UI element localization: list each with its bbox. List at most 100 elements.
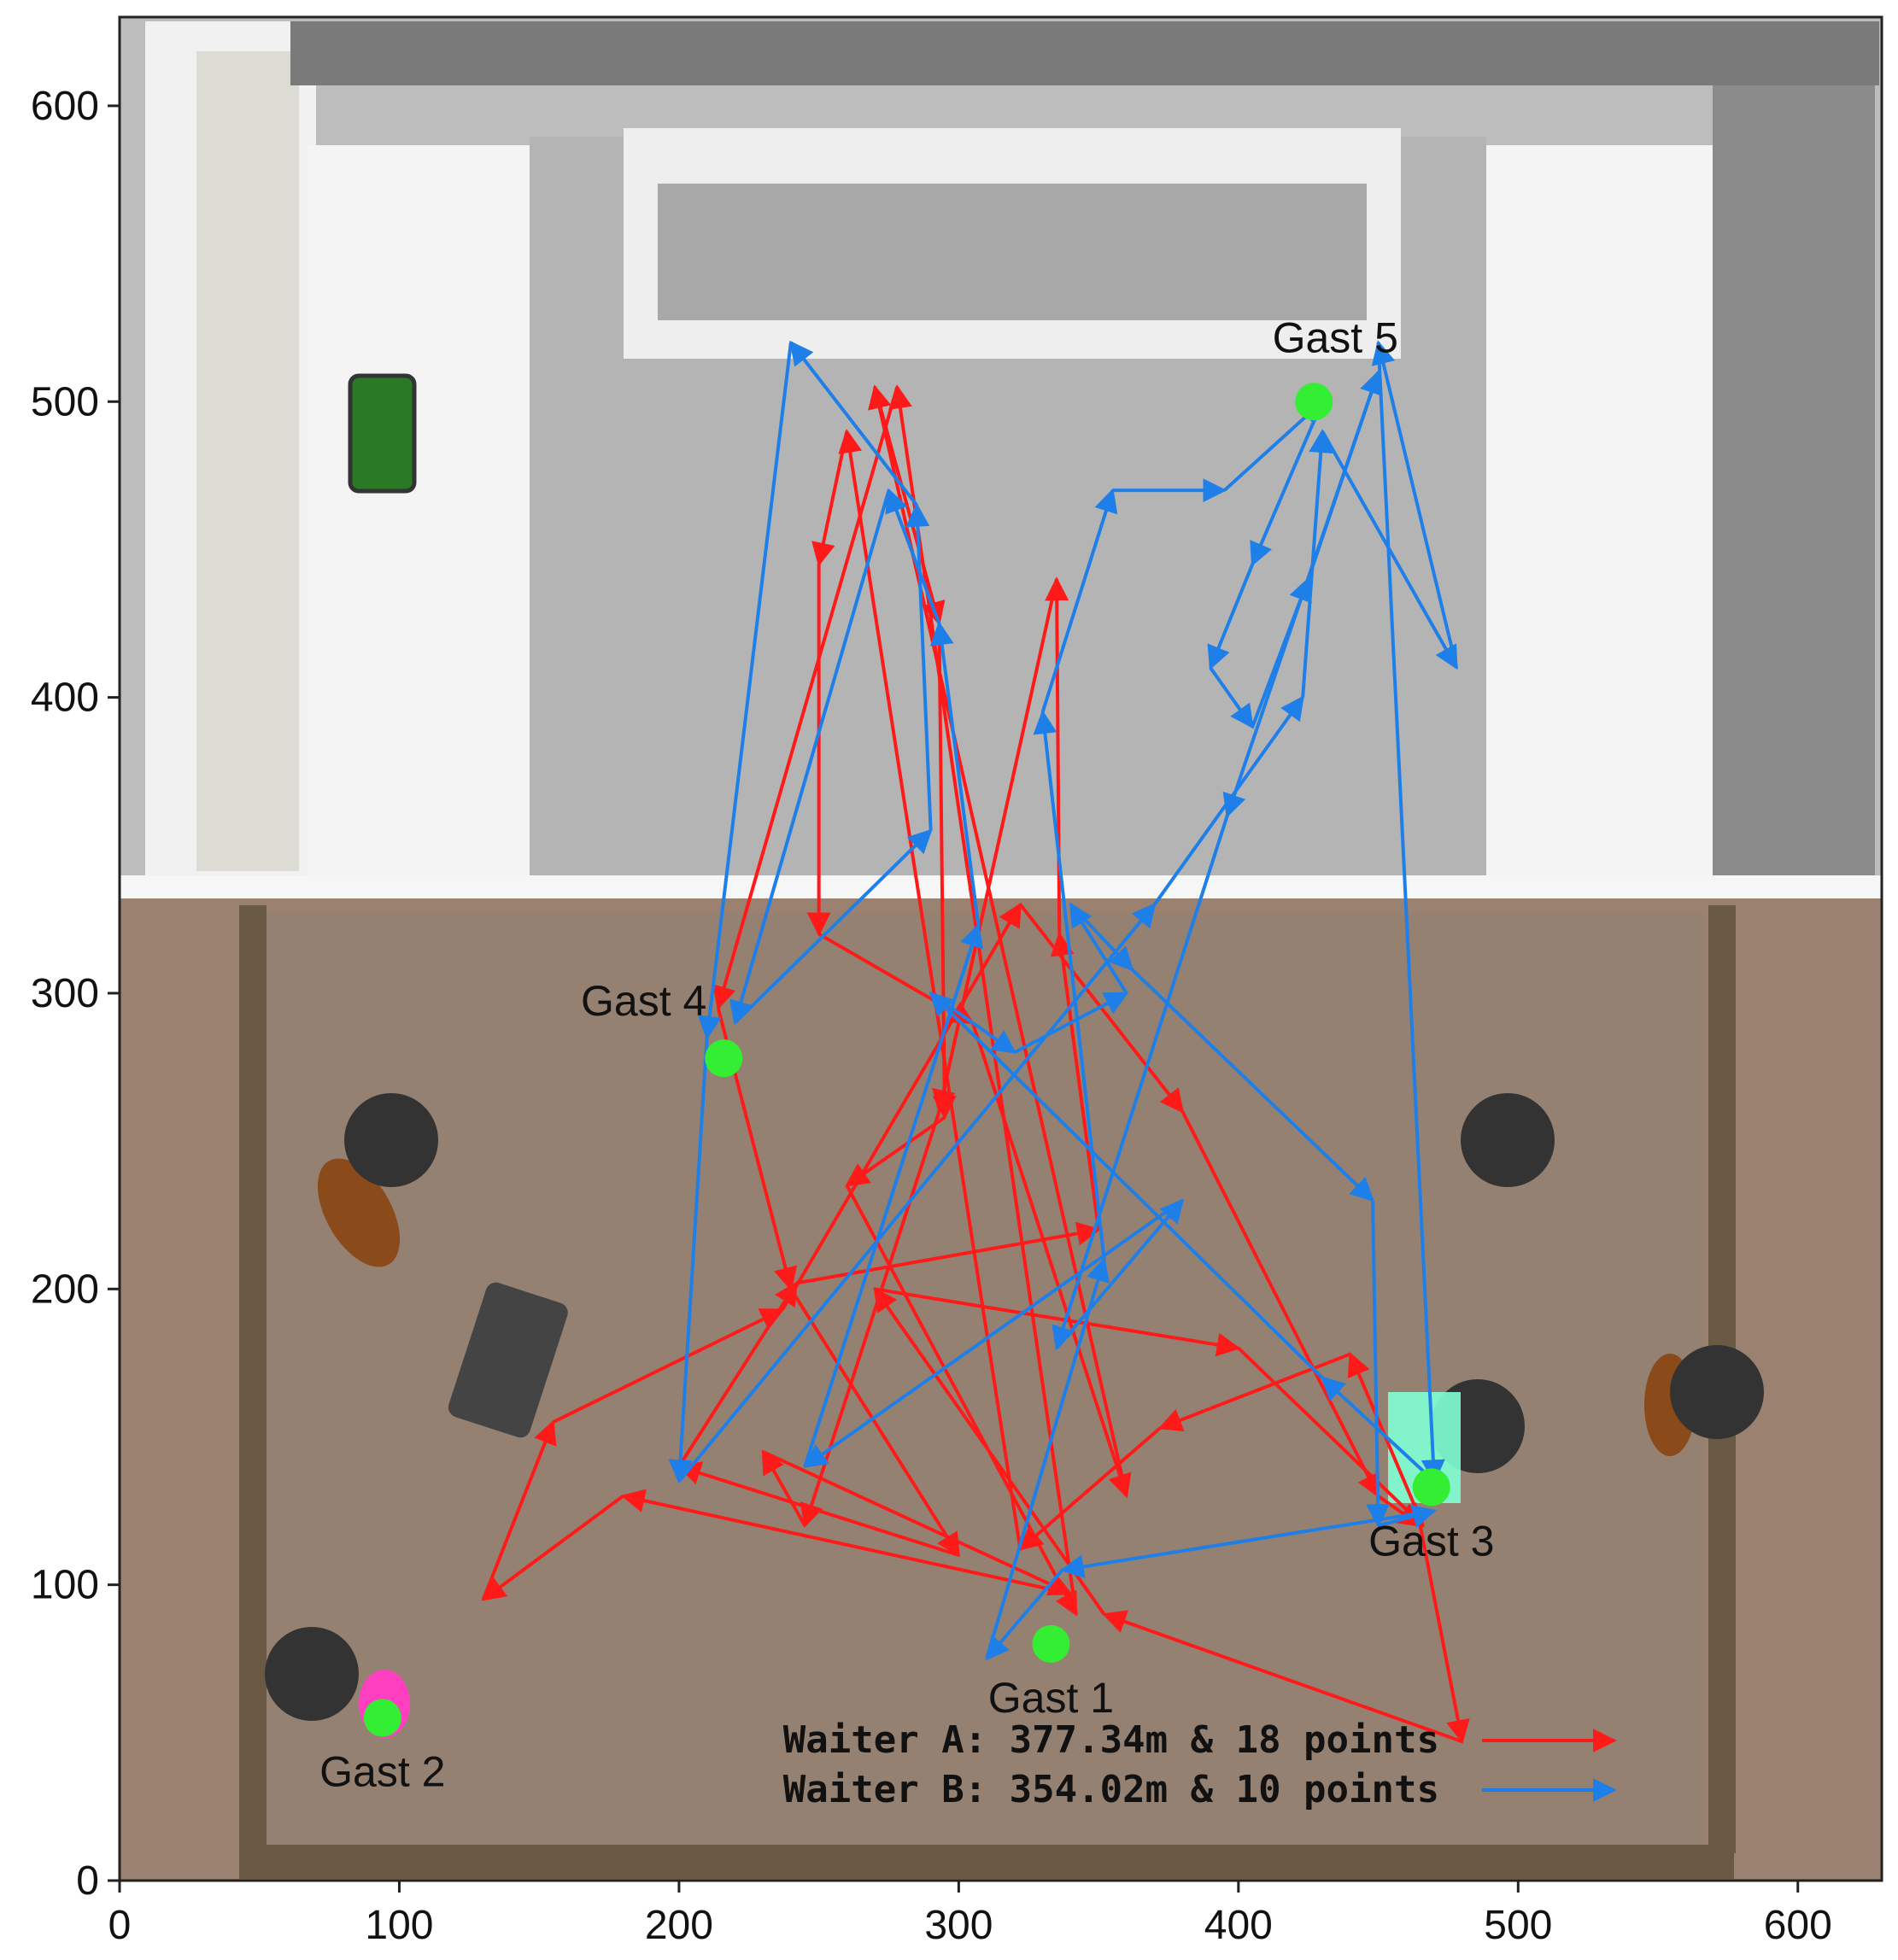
route-segment bbox=[1018, 1426, 1162, 1551]
route-segment bbox=[1055, 1198, 1185, 1349]
route-segment bbox=[1347, 1351, 1425, 1527]
y-tick-label: 100 bbox=[31, 1563, 99, 1608]
x-tick-label: 300 bbox=[924, 1903, 993, 1948]
route-segment bbox=[1237, 1347, 1425, 1528]
pool-table bbox=[348, 373, 417, 494]
route-segment bbox=[1069, 902, 1128, 995]
y-tick-label: 0 bbox=[76, 1858, 99, 1904]
route-segment bbox=[1222, 371, 1380, 818]
route-segment bbox=[1250, 401, 1324, 567]
terrace-left-hedge bbox=[239, 905, 267, 1853]
route-segment bbox=[1013, 992, 1129, 1054]
route-segment bbox=[1040, 488, 1118, 713]
indoor-divider bbox=[120, 875, 1882, 898]
terrace-bottom-hedge bbox=[239, 1845, 1734, 1879]
guest-label: Gast 5 bbox=[1273, 313, 1398, 361]
route-segment bbox=[668, 1037, 709, 1484]
route-segment bbox=[1371, 340, 1459, 669]
guest-label: Gast 3 bbox=[1368, 1517, 1494, 1565]
route-segment bbox=[789, 340, 918, 506]
route-segment bbox=[970, 1021, 1132, 1499]
route-segment bbox=[1180, 1110, 1380, 1499]
y-tick-label: 200 bbox=[31, 1267, 99, 1312]
route-segment bbox=[762, 1449, 1073, 1596]
route-segment bbox=[1045, 576, 1069, 934]
guest-point bbox=[1295, 383, 1333, 421]
floor-plan-background bbox=[120, 17, 1882, 1881]
guest-point bbox=[1032, 1624, 1070, 1663]
route-segment bbox=[985, 1256, 1110, 1659]
x-tick-label: 500 bbox=[1484, 1903, 1552, 1948]
guest-point bbox=[363, 1699, 401, 1737]
route-segment bbox=[1301, 429, 1333, 698]
route-segment bbox=[1152, 695, 1304, 906]
route-segment bbox=[1418, 1524, 1470, 1744]
route-segment bbox=[1366, 1200, 1391, 1529]
indoor-right-wall bbox=[1713, 21, 1875, 880]
indoor-top-wall bbox=[290, 21, 1879, 85]
route-segment bbox=[734, 828, 933, 1025]
route-segment bbox=[712, 386, 899, 1010]
umbrella bbox=[1670, 1345, 1764, 1439]
route-segment bbox=[761, 1449, 807, 1527]
bar-counter-inner bbox=[658, 184, 1367, 320]
guest-point bbox=[1412, 1468, 1450, 1507]
route-segment bbox=[1059, 1509, 1435, 1579]
indoor-corridor bbox=[308, 145, 530, 880]
route-segment bbox=[1052, 815, 1229, 1351]
route-segment bbox=[677, 902, 1157, 1483]
indoor-left-strip bbox=[196, 51, 299, 871]
route-segment bbox=[928, 991, 1324, 1379]
guest-label: Gast 2 bbox=[319, 1748, 445, 1796]
route-segment bbox=[1376, 342, 1445, 1484]
x-tick-label: 400 bbox=[1204, 1903, 1273, 1948]
x-tick-label: 100 bbox=[365, 1903, 433, 1948]
route-segment bbox=[620, 1489, 1071, 1595]
umbrella bbox=[1461, 1093, 1555, 1187]
route-segment bbox=[796, 1221, 1101, 1285]
guest-label: Gast 4 bbox=[581, 977, 706, 1025]
route-segment bbox=[1102, 1610, 1463, 1744]
y-tick-label: 600 bbox=[31, 84, 99, 129]
route-segment bbox=[1207, 563, 1255, 670]
waiter-a-route bbox=[481, 384, 1470, 1744]
route-segment bbox=[781, 902, 1022, 1311]
sofa bbox=[317, 1158, 401, 1267]
x-tick-label: 600 bbox=[1764, 1903, 1832, 1948]
route-segment bbox=[481, 1495, 624, 1601]
route-segment bbox=[874, 1287, 1241, 1357]
indoor-right-floor bbox=[1486, 145, 1717, 880]
route-segment bbox=[552, 1308, 785, 1424]
route-segment bbox=[481, 1419, 557, 1600]
y-tick-label: 400 bbox=[31, 676, 99, 721]
route-segment bbox=[868, 384, 1128, 1497]
route-segment bbox=[845, 1185, 1078, 1617]
y-tick-label: 500 bbox=[31, 379, 99, 424]
x-tick-label: 200 bbox=[645, 1903, 713, 1948]
route-segment bbox=[905, 502, 933, 831]
route-segment bbox=[838, 429, 1022, 1550]
route-segment bbox=[729, 489, 891, 1026]
plot-frame bbox=[118, 15, 1883, 1882]
waiter-b-route bbox=[668, 340, 1459, 1661]
umbrella bbox=[344, 1093, 438, 1187]
route-segment bbox=[885, 488, 941, 624]
route-segment bbox=[1131, 968, 1375, 1202]
route-segment bbox=[985, 1569, 1064, 1661]
legend-label: Waiter B: 354.02m & 10 points bbox=[783, 1768, 1439, 1811]
route-segment bbox=[929, 621, 981, 926]
route-segment bbox=[1033, 710, 1106, 1260]
route-segment bbox=[1069, 903, 1134, 972]
y-tick-label: 300 bbox=[31, 971, 99, 1016]
route-segment bbox=[1209, 666, 1254, 729]
guest-point bbox=[705, 1039, 743, 1078]
route-segment bbox=[811, 430, 849, 567]
x-tick-label: 0 bbox=[108, 1903, 132, 1948]
umbrella bbox=[265, 1627, 359, 1721]
route-segment bbox=[929, 992, 1017, 1054]
x-axis-ticks: 0 100 200 300 400 500 600 bbox=[108, 1881, 1832, 1948]
route-segment bbox=[1157, 1352, 1351, 1432]
